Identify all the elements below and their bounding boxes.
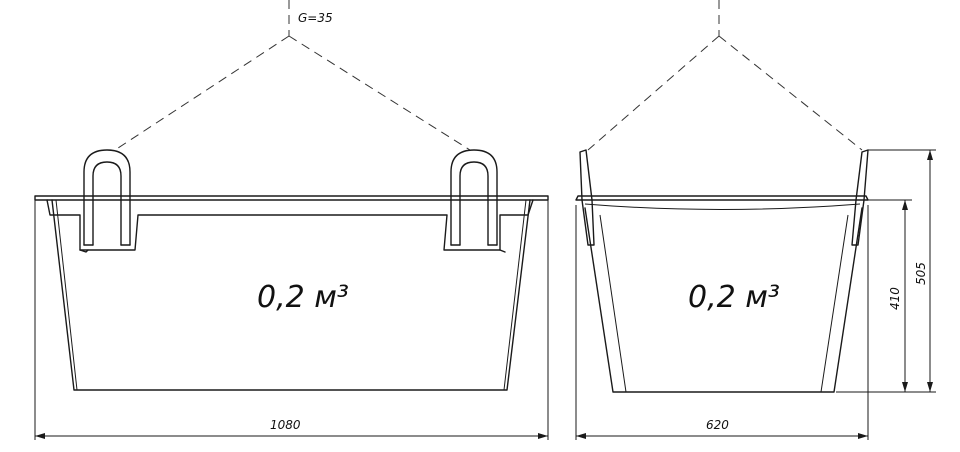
side-outer-body — [584, 207, 863, 393]
front-inner-wall — [79, 249, 506, 253]
front-left-loop — [83, 149, 131, 246]
front-volume-label: 0,2 м³ — [257, 280, 349, 315]
side-volume-label: 0,2 м³ — [688, 280, 780, 315]
side-inner-height-dimension: 410 — [836, 199, 936, 393]
front-inner-wall-right — [503, 199, 527, 391]
side-total-height-value: 505 — [914, 262, 928, 285]
front-width-value: 1080 — [270, 418, 301, 432]
side-view: 0,2 м³ 620 410 505 — [575, 0, 936, 440]
side-width-dimension: 620 — [575, 205, 869, 440]
front-flange — [46, 199, 534, 251]
side-total-height-dimension: 505 — [868, 149, 936, 392]
load-label: G=35 — [298, 11, 333, 25]
front-outer-body — [51, 199, 531, 391]
side-inner-height-value: 410 — [888, 287, 902, 310]
side-width-value: 620 — [706, 418, 729, 432]
front-width-dimension: 1080 — [34, 200, 549, 440]
front-view: G=35 0,2 м³ 108 — [34, 0, 549, 440]
front-rim — [34, 195, 549, 201]
side-sling — [587, 0, 863, 151]
side-inner-left — [599, 214, 627, 393]
side-rim-lower — [584, 203, 861, 210]
front-right-loop — [450, 149, 498, 246]
side-left-handle — [579, 149, 595, 246]
side-inner-right — [820, 214, 849, 393]
side-rim — [575, 195, 869, 201]
front-sling — [114, 0, 471, 151]
front-inner-wall-left — [55, 199, 78, 391]
side-right-handle — [851, 149, 869, 246]
